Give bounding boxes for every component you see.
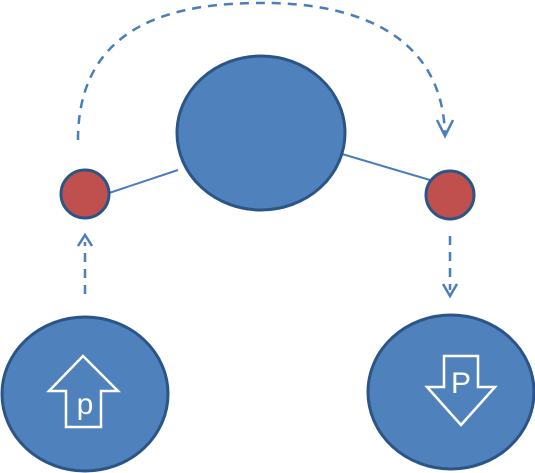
transfer-arc-arrow (76, 1, 447, 141)
right-small-node (424, 169, 476, 221)
left-up-arrowhead (76, 232, 94, 247)
central-node (175, 54, 347, 212)
right-down-arrowhead (441, 283, 459, 299)
up-arrow-icon (46, 354, 122, 429)
left-small-node (59, 168, 111, 220)
down-arrow-icon (424, 354, 498, 427)
transfer-arc-arrowhead (435, 119, 455, 139)
right-node-label: P (451, 367, 471, 400)
left-node-label: p (77, 388, 94, 421)
left-link-line (105, 169, 179, 195)
right-link-line (341, 153, 431, 181)
